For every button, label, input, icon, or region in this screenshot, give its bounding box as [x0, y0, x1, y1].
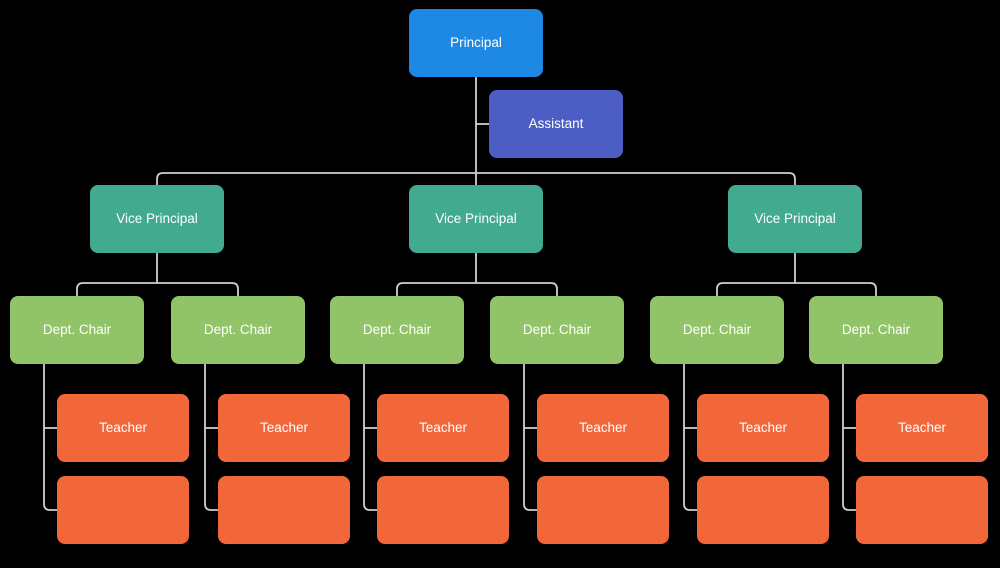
node-vice-principal-3-label: Vice Principal: [754, 211, 836, 227]
connector-dept4-tree: [523, 364, 537, 511]
node-dept-chair-4: Dept. Chair: [490, 296, 624, 364]
node-vice-principal-2: Vice Principal: [409, 185, 543, 253]
connector-dept6-tree: [842, 364, 856, 511]
node-principal-label: Principal: [450, 35, 502, 51]
node-teacher-c1-r1: Teacher: [57, 394, 189, 462]
node-teacher-c3-r1: Teacher: [377, 394, 509, 462]
node-dept-chair-6-label: Dept. Chair: [841, 322, 911, 338]
node-principal: Principal: [409, 9, 543, 77]
node-teacher-c6-r1: Teacher: [856, 394, 988, 462]
node-teacher-c1-r1-label: Teacher: [98, 420, 148, 436]
node-dept-chair-5: Dept. Chair: [650, 296, 784, 364]
node-teacher-c2-r2: [218, 476, 350, 544]
node-teacher-c5-r1: Teacher: [697, 394, 829, 462]
node-teacher-c2-r1: Teacher: [218, 394, 350, 462]
node-teacher-c1-r2: [57, 476, 189, 544]
node-vice-principal-2-label: Vice Principal: [435, 211, 517, 227]
node-assistant-label: Assistant: [528, 116, 584, 132]
node-vice-principal-3: Vice Principal: [728, 185, 862, 253]
node-teacher-c5-r2: [697, 476, 829, 544]
node-dept-chair-5-label: Dept. Chair: [682, 322, 752, 338]
node-teacher-c6-r1-label: Teacher: [897, 420, 947, 436]
connector-vp2-fork: [396, 282, 558, 296]
node-teacher-c5-r1-label: Teacher: [738, 420, 788, 436]
connector-vp3-fork: [716, 282, 877, 296]
node-dept-chair-6: Dept. Chair: [809, 296, 943, 364]
node-dept-chair-3: Dept. Chair: [330, 296, 464, 364]
node-dept-chair-2-label: Dept. Chair: [203, 322, 273, 338]
node-teacher-c2-r1-label: Teacher: [259, 420, 309, 436]
node-assistant: Assistant: [489, 90, 623, 158]
node-teacher-c3-r2: [377, 476, 509, 544]
node-dept-chair-1-label: Dept. Chair: [42, 322, 112, 338]
node-dept-chair-3-label: Dept. Chair: [362, 322, 432, 338]
node-dept-chair-4-label: Dept. Chair: [522, 322, 592, 338]
node-dept-chair-1: Dept. Chair: [10, 296, 144, 364]
node-teacher-c6-r2: [856, 476, 988, 544]
connector-dept1-tree: [43, 364, 57, 511]
connector-vp-rail: [156, 172, 796, 185]
node-vice-principal-1-label: Vice Principal: [116, 211, 198, 227]
connector-dept2-tree: [204, 364, 218, 511]
connector-vp1-fork: [76, 282, 239, 296]
node-teacher-c4-r1: Teacher: [537, 394, 669, 462]
node-teacher-c3-r1-label: Teacher: [418, 420, 468, 436]
connector-dept3-tree: [363, 364, 377, 511]
node-dept-chair-2: Dept. Chair: [171, 296, 305, 364]
node-teacher-c4-r2: [537, 476, 669, 544]
connector-dept5-tree: [683, 364, 697, 511]
node-vice-principal-1: Vice Principal: [90, 185, 224, 253]
node-teacher-c4-r1-label: Teacher: [578, 420, 628, 436]
